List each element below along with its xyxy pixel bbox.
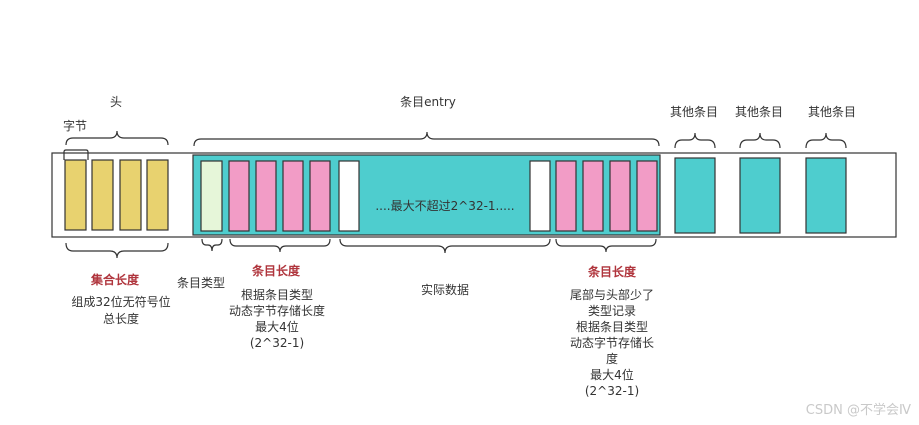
header-byte-2 [91, 159, 114, 231]
label-set-length-desc-1: 组成32位无符号位 [71, 294, 170, 309]
brace-byte [63, 149, 89, 160]
label-other-1: 其他条目 [670, 105, 718, 119]
brace-other-1 [674, 132, 716, 149]
entry-length-cell-3 [282, 160, 304, 232]
header-byte-4 [146, 159, 169, 231]
label-actual-data: 实际数据 [421, 282, 469, 297]
brace-tail-length [555, 238, 657, 253]
other-entry-3 [805, 157, 847, 234]
header-bytes [64, 159, 169, 231]
label-other-2: 其他条目 [735, 105, 783, 119]
brace-entry [193, 131, 660, 147]
entry-type-cell [200, 160, 223, 232]
entry-length-cell-2 [255, 160, 277, 232]
data-inner-text: ....最大不超过2^32-1..... [375, 198, 514, 213]
label-tail-length-desc-6: 最大4位 [590, 367, 634, 382]
watermark: CSDN @不学会Ⅳ [806, 402, 911, 418]
label-tail-length-desc-3: 根据条目类型 [576, 320, 648, 334]
label-tail-length-desc-7: (2^32-1) [585, 384, 639, 398]
label-entry-length-desc-4: (2^32-1) [250, 336, 304, 350]
header-byte-3 [119, 159, 142, 231]
header-byte-1 [64, 159, 87, 231]
label-entry-length-desc-1: 根据条目类型 [241, 288, 313, 302]
label-byte: 字节 [63, 118, 87, 133]
label-set-length-desc-2: 总长度 [103, 311, 139, 326]
brace-entry-length [229, 238, 331, 253]
data-start-cell [338, 160, 360, 232]
data-end-cell [529, 160, 551, 232]
bottom-braces [65, 238, 657, 259]
other-entry-1 [674, 157, 716, 234]
label-set-length-title: 集合长度 [90, 272, 140, 287]
label-tail-length-desc-4: 动态字节存储长 [570, 335, 654, 350]
label-tail-length-desc-5: 度 [606, 351, 618, 366]
label-entry: 条目entry [400, 95, 456, 109]
label-entry-length-desc-2: 动态字节存储长度 [229, 303, 325, 318]
brace-head [65, 130, 169, 146]
other-entry-2 [739, 157, 781, 234]
label-entry-length-desc-3: 最大4位 [255, 319, 299, 334]
brace-set-length [65, 242, 169, 259]
brace-entry-type [201, 238, 223, 252]
brace-other-3 [805, 132, 847, 149]
tail-length-cell-4 [636, 160, 658, 232]
tail-length-cells [555, 160, 658, 232]
brace-actual-data [339, 238, 551, 254]
entry-length-cell-4 [309, 160, 331, 232]
entry-length-cell-1 [228, 160, 250, 232]
tail-length-cell-1 [555, 160, 577, 232]
label-tail-length-desc-1: 尾部与头部少了 [570, 287, 654, 302]
tail-length-cell-3 [609, 160, 631, 232]
top-braces [63, 130, 847, 160]
label-tail-length-title: 条目长度 [587, 264, 637, 279]
label-head: 头 [110, 95, 122, 109]
tail-length-cell-2 [582, 160, 604, 232]
brace-other-2 [739, 132, 781, 149]
label-other-3: 其他条目 [808, 105, 856, 119]
label-entry-type: 条目类型 [177, 276, 225, 290]
label-entry-length-title: 条目长度 [251, 263, 301, 278]
label-tail-length-desc-2: 类型记录 [588, 304, 636, 318]
entry-length-cells [228, 160, 331, 232]
